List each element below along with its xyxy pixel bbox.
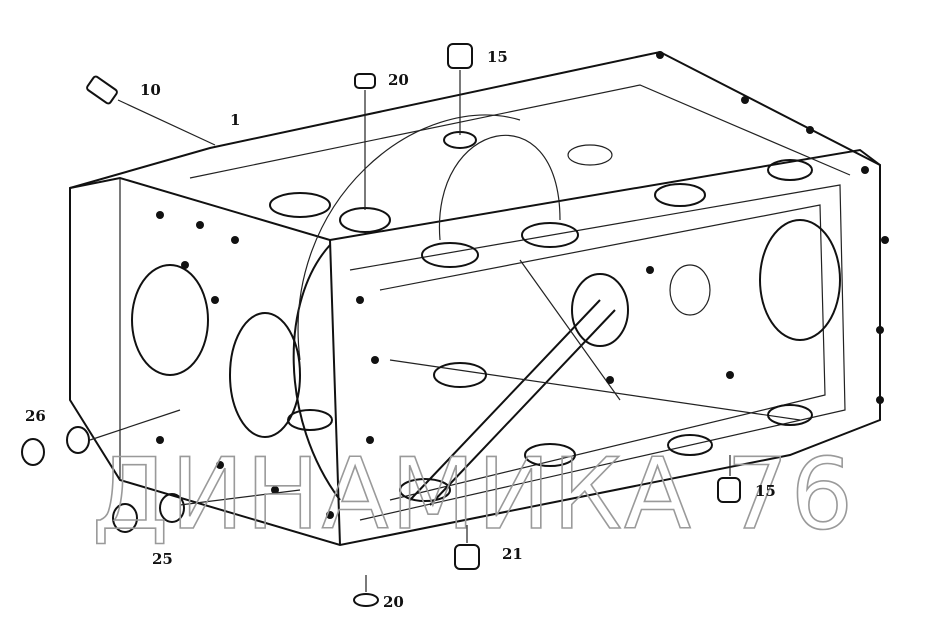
callout-1: 1 xyxy=(230,111,240,129)
loose-parts xyxy=(21,43,741,607)
callout-20-bottom: 20 xyxy=(383,593,404,611)
watermark: ДИНАМИКА 76 xyxy=(92,438,855,552)
callout-20-top: 20 xyxy=(388,71,409,89)
callout-10: 10 xyxy=(140,81,161,99)
callout-26: 26 xyxy=(25,407,46,425)
callout-15-top: 15 xyxy=(487,48,508,66)
callout-15-right: 15 xyxy=(755,482,776,500)
callout-25: 25 xyxy=(152,550,173,568)
callout-21: 21 xyxy=(502,545,523,563)
